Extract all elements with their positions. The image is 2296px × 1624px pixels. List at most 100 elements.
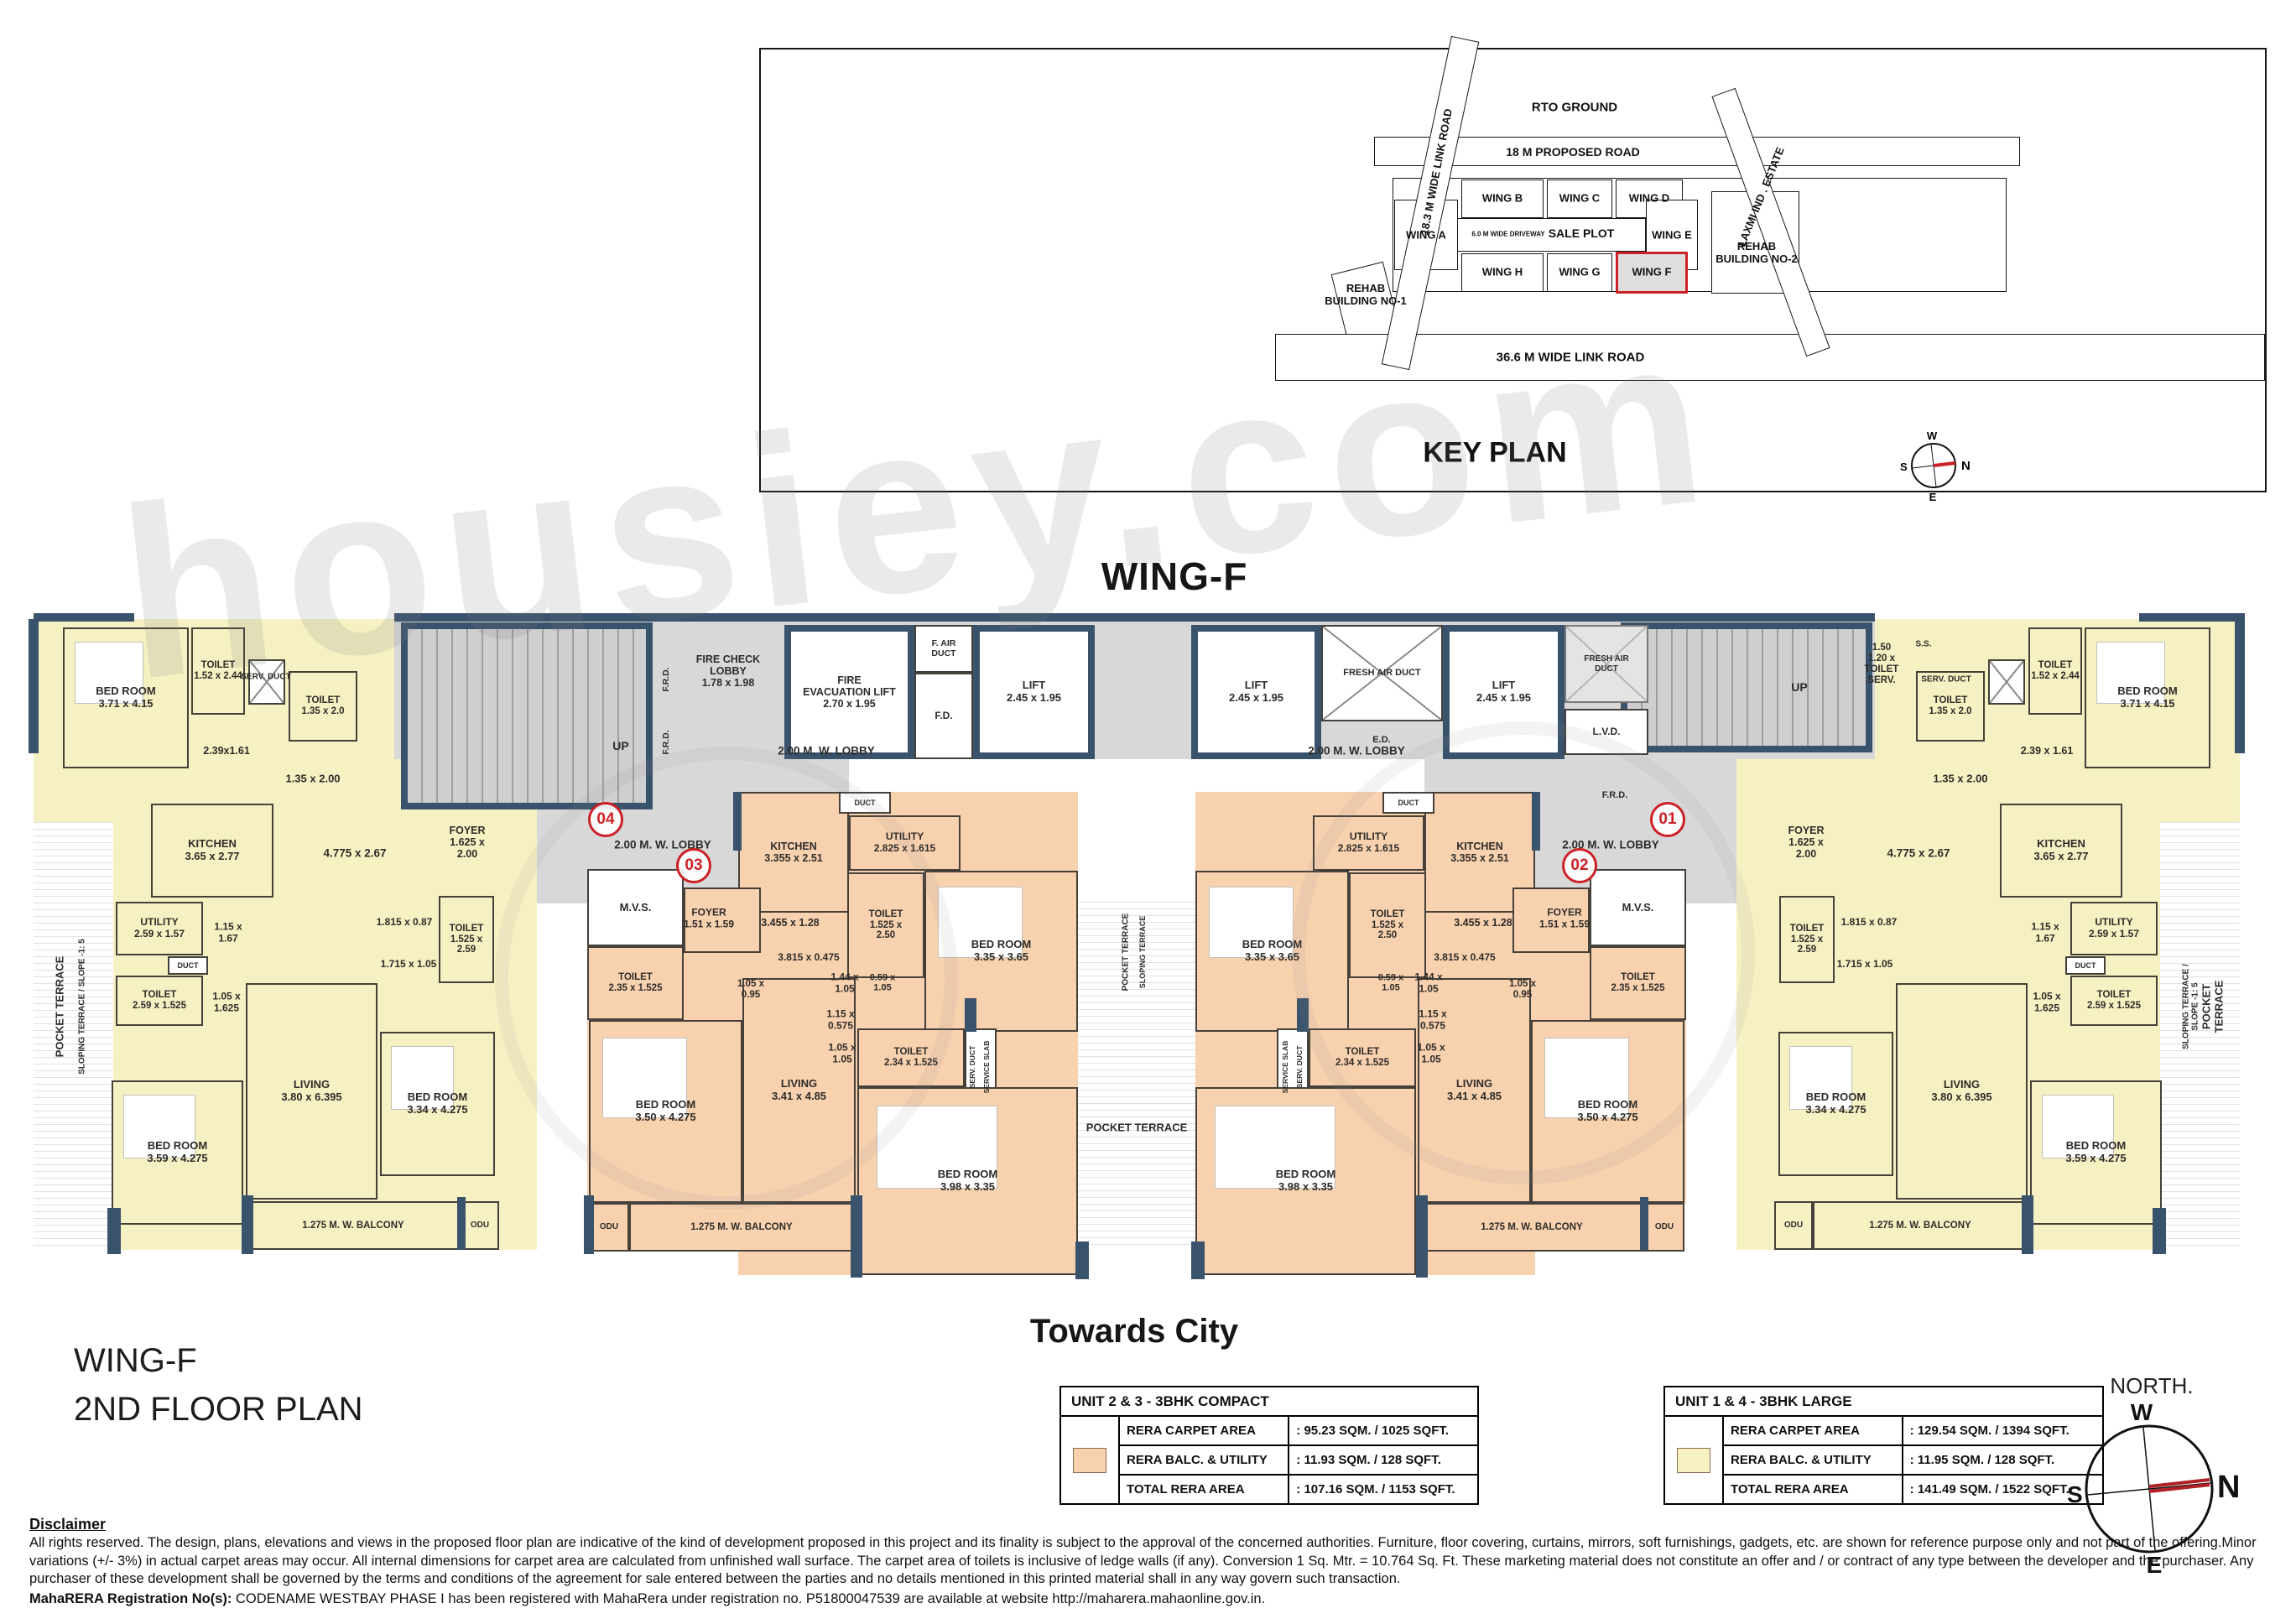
keyplan-label-18-m-proposed-road: 18 M PROPOSED ROAD: [1506, 144, 1640, 159]
room-bed-room: BED ROOM 3.98 x 3.35: [857, 1087, 1078, 1275]
room-label: TOILET 1.525 x 2.50: [1370, 908, 1405, 941]
plan-label-pocket-terrace: POCKET TERRACE: [1086, 1121, 1188, 1134]
room-label: TOILET 1.525 x 2.50: [868, 908, 903, 941]
room-label: KITCHEN 3.65 x 2.77: [2033, 837, 2089, 862]
room-serv-duct: [1988, 659, 2025, 705]
svg-text:N: N: [2217, 1470, 2240, 1505]
room-label: ODU: [1654, 1222, 1674, 1232]
room-label: LIVING 3.41 x 4.85: [771, 1077, 827, 1102]
room-l-v-d: L.V.D.: [1565, 709, 1648, 755]
room-lift: LIFT 2.45 x 1.95: [1191, 625, 1321, 759]
room-label: TOILET 1.35 x 2.0: [1929, 695, 1972, 716]
unit-number-badge: 03: [676, 848, 711, 883]
room-label: UTILITY 2.59 x 1.57: [133, 916, 185, 940]
room-foyer: [684, 887, 761, 953]
plan-label-e-d: E.D.: [1372, 734, 1391, 745]
north-compass-icon: NORTH. W N S E: [2067, 1373, 2240, 1578]
svg-text:S: S: [2067, 1481, 2083, 1507]
legend-row-label: RERA BALC. & UTILITY: [1117, 1444, 1290, 1476]
room-label: UTILITY 2.825 x 1.615: [873, 830, 936, 854]
plan-label-pocket-terrace: POCKET TERRACE: [53, 955, 66, 1058]
plan-label-up: UP: [1791, 680, 1808, 695]
room-label: LIVING 3.80 x 6.395: [1931, 1078, 1992, 1103]
plan-label-1-05-x: 1.05 x 1.05: [1417, 1041, 1445, 1064]
room-label: TOILET 1.525 x 2.59: [1789, 923, 1825, 955]
svg-text:N: N: [1961, 459, 1971, 473]
room-label: KITCHEN 3.65 x 2.77: [185, 837, 240, 862]
plan-label-service-slab: SERVICE SLAB: [1281, 1040, 1290, 1094]
room-f-air: F. AIR DUCT: [914, 625, 973, 673]
room-label: BED ROOM 3.71 x 4.15: [2117, 684, 2178, 710]
room-living: LIVING 3.80 x 6.395: [246, 983, 377, 1200]
room-toilet: TOILET 2.35 x 1.525: [1590, 946, 1686, 1020]
room-bed-room: BED ROOM 3.71 x 4.15: [63, 627, 189, 768]
svg-text:E: E: [2147, 1552, 2163, 1578]
wall-segment: [2235, 619, 2245, 753]
keyplan-building: [1374, 137, 2020, 166]
room-fresh-air-duct: FRESH AIR DUCT: [1321, 625, 1443, 721]
wall-segment: [965, 998, 976, 1032]
room-toilet: TOILET 1.35 x 2.0: [289, 671, 357, 742]
room-label: LIFT 2.45 x 1.95: [1476, 679, 1532, 704]
keyplan-label-wing-e: WING E: [1652, 228, 1692, 242]
plan-label-1-15-x: 1.15 x 0.575: [826, 1007, 855, 1031]
room-toilet: TOILET 1.525 x 2.59: [439, 896, 494, 983]
room-label: F. AIR DUCT: [931, 638, 956, 658]
legend-row-value: : 95.23 SQM. / 1025 SQFT.: [1288, 1415, 1479, 1446]
room-balcony: 1.275 M. W. BALCONY: [1419, 1203, 1644, 1252]
plan-label-1-05-x: 1.05 x 1.625: [2033, 990, 2061, 1013]
room-utility: UTILITY 2.59 x 1.57: [116, 902, 203, 955]
room-bed-room: BED ROOM 3.35 x 3.65: [1195, 871, 1349, 1032]
legend-swatch-large: [1677, 1447, 1710, 1473]
keyplan-building: [1547, 180, 1612, 218]
keyplan-label-36-6-m-wide-link-road: 36.6 M WIDE LINK ROAD: [1496, 350, 1645, 365]
keyplan-building: [1457, 218, 1646, 252]
room-fire: FIRE EVACUATION LIFT 2.70 x 1.95: [784, 625, 914, 759]
legend-row-label: TOTAL RERA AREA: [1722, 1474, 1903, 1505]
keyplan-wing-f-highlight: [1616, 252, 1688, 294]
keyplan-label-wing-b: WING B: [1481, 191, 1523, 205]
plan-label-3-455-x-1-28: 3.455 x 1.28: [761, 916, 820, 929]
plan-label-sloping-terrace: SLOPING TERRACE: [1138, 915, 1147, 989]
plan-label-1-05-x: 1.05 x 0.95: [1509, 979, 1536, 1000]
room-toilet: TOILET 2.59 x 1.525: [116, 976, 203, 1026]
wall-segment: [851, 1195, 862, 1278]
room-duct: DUCT: [2065, 956, 2106, 975]
room-odu: ODU: [1644, 1203, 1684, 1252]
room-label: BED ROOM 3.59 x 4.275: [147, 1139, 208, 1164]
room-label: KITCHEN 3.355 x 2.51: [764, 840, 823, 864]
wall-segment: [1191, 1241, 1205, 1279]
room-lift: LIFT 2.45 x 1.95: [1443, 625, 1565, 759]
keyplan-label-wing-f: WING F: [1632, 265, 1672, 278]
wall-segment: [1297, 998, 1309, 1032]
room-label: M.V.S.: [1622, 900, 1654, 914]
room-label: TOILET 2.35 x 1.525: [1611, 972, 1665, 993]
room-living: LIVING 3.41 x 4.85: [742, 978, 856, 1203]
room-toilet: TOILET 1.525 x 2.50: [847, 872, 924, 978]
room-label: BED ROOM 3.34 x 4.275: [407, 1090, 468, 1116]
plan-label-1-815-x-0-87: 1.815 x 0.87: [376, 916, 433, 929]
room-label: DUCT: [2075, 960, 2096, 970]
room-label: LIVING 3.80 x 6.395: [281, 1078, 342, 1103]
keyplan-label-rehab: REHAB BUILDING NO-1: [1325, 282, 1407, 307]
disclaimer-block: Disclaimer All rights reserved. The desi…: [29, 1515, 2267, 1608]
room-bed-room: BED ROOM 3.34 x 4.275: [1778, 1032, 1893, 1176]
north-compass: NORTH. W N S E: [2047, 1372, 2257, 1585]
unit-number-badge: 04: [588, 802, 623, 837]
room-label: L.V.D.: [1592, 725, 1621, 737]
room-label: DUCT: [1398, 798, 1419, 807]
room-label: TOILET 2.34 x 1.525: [1335, 1047, 1389, 1068]
legend-row-value: : 11.93 SQM. / 128 SQFT.: [1288, 1444, 1479, 1476]
plan-label-1-715-x-1-05: 1.715 x 1.05: [1836, 958, 1893, 971]
room-toilet: TOILET 2.59 x 1.525: [2070, 976, 2158, 1026]
plan-label-1-15-x: 1.15 x 0.575: [1419, 1007, 1447, 1031]
room-label: TOILET 2.34 x 1.525: [884, 1047, 938, 1068]
plan-label-sloping-terrace-slope-1-5: SLOPING TERRACE / SLOPE -1: 5: [2181, 964, 2200, 1049]
room-label: F.D.: [935, 709, 953, 721]
plan-label-serv-duct: SERV. DUCT: [241, 672, 291, 682]
room-label: BED ROOM 3.50 x 4.275: [1577, 1098, 1638, 1123]
room-bed-room: BED ROOM 3.59 x 4.275: [2030, 1080, 2162, 1225]
floor-title-plan: 2ND FLOOR PLAN: [74, 1391, 363, 1428]
room-duct: DUCT: [839, 792, 891, 814]
room-lift: LIFT 2.45 x 1.95: [973, 625, 1095, 759]
